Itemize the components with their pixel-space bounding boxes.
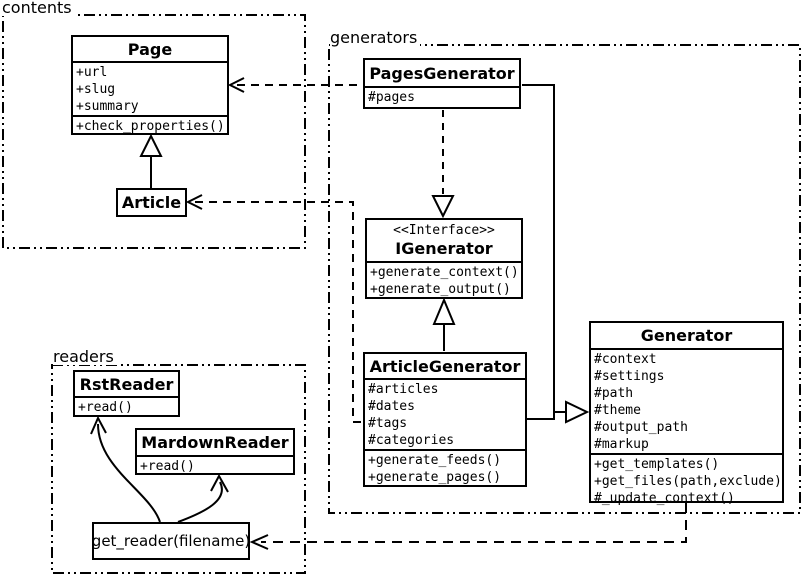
attribute: #categories	[368, 433, 455, 448]
class-title: Page	[73, 37, 227, 63]
methods-section: +generate_context() +generate_output()	[367, 263, 521, 298]
class-box-igenerator: <<Interface>> IGenerator +generate_conte…	[365, 218, 523, 299]
dependency-arrow-articlegenerator-to-article	[185, 194, 363, 423]
methods-section: +read()	[75, 398, 178, 416]
method: +generate_feeds()	[368, 453, 502, 468]
method: +get_templates()	[594, 457, 720, 472]
package-label-readers: readers	[53, 349, 117, 365]
method: +generate_context()	[370, 265, 519, 280]
attributes-section: #pages	[365, 88, 519, 106]
package-label-contents: contents	[2, 0, 75, 16]
attribute: #output_path	[594, 420, 688, 435]
attribute: #tags	[368, 416, 408, 431]
class-title: RstReader	[75, 372, 178, 398]
attribute: +summary	[76, 99, 139, 114]
class-title: ArticleGenerator	[365, 354, 525, 380]
class-box-pagesgenerator: PagesGenerator #pages	[363, 58, 521, 109]
methods-section: +generate_feeds() +generate_pages()	[365, 451, 525, 486]
class-title: IGenerator	[395, 239, 493, 258]
attributes-section: #context #settings #path #theme #output_…	[591, 350, 782, 455]
package-border-contents	[2, 14, 306, 249]
function-node-get-reader: get_reader(filename)	[92, 522, 250, 560]
stereotype-label: <<Interface>>	[393, 223, 495, 238]
attribute: #theme	[594, 403, 641, 418]
method: #_update_context()	[594, 491, 735, 506]
attributes-section: +url +slug +summary	[73, 63, 227, 117]
association-arrow-getreader-to-mardownreader	[177, 473, 229, 523]
method: +generate_output()	[370, 282, 511, 297]
method: +check_properties()	[76, 119, 225, 134]
generalization-arrow-articlegenerator-to-igenerator	[432, 297, 456, 351]
class-box-article: Article	[116, 188, 187, 217]
attribute: #markup	[594, 437, 649, 452]
method: +read()	[78, 400, 133, 415]
method: +read()	[140, 459, 195, 474]
attribute: #context	[594, 352, 657, 367]
method: +get_files(path,exclude)	[594, 474, 782, 489]
association-arrow-getreader-to-rstreader	[90, 415, 161, 523]
class-title: MardownReader	[137, 430, 293, 457]
attribute: #dates	[368, 399, 415, 414]
class-title: Article	[121, 193, 182, 212]
generalization-arrow-article-to-page	[139, 133, 163, 188]
attribute: #settings	[594, 369, 665, 384]
package-label-generators: generators	[330, 30, 421, 46]
class-box-page: Page +url +slug +summary +check_properti…	[71, 35, 229, 135]
interface-header: <<Interface>> IGenerator	[367, 220, 521, 263]
package-border-readers	[51, 364, 306, 574]
class-box-rstreader: RstReader +read()	[73, 370, 180, 417]
class-title: PagesGenerator	[365, 60, 519, 88]
generalization-arrow-generators-to-generator	[522, 84, 590, 424]
dependency-arrow-pagesgenerator-to-page	[227, 77, 362, 93]
realization-arrow-pagesgenerator-to-igenerator	[431, 110, 455, 219]
class-box-mardownreader: MardownReader +read()	[135, 428, 295, 475]
attribute: #articles	[368, 382, 439, 397]
function-label: get_reader(filename)	[91, 532, 251, 550]
attributes-section: #articles #dates #tags #categories	[365, 380, 525, 451]
methods-section: +get_templates() +get_files(path,exclude…	[591, 455, 782, 507]
attribute: #path	[594, 386, 634, 401]
class-box-articlegenerator: ArticleGenerator #articles #dates #tags …	[363, 352, 527, 487]
class-title: Generator	[591, 323, 782, 350]
attribute: #pages	[368, 90, 415, 105]
methods-section: +read()	[137, 457, 293, 475]
package-border-generators	[328, 44, 801, 514]
class-box-generator: Generator #context #settings #path #them…	[589, 321, 784, 506]
method: +generate_pages()	[368, 470, 502, 485]
dependency-arrow-generator-to-getreader	[249, 503, 687, 550]
attribute: +slug	[76, 82, 116, 97]
methods-section: +check_properties()	[73, 117, 227, 135]
attribute: +url	[76, 65, 108, 80]
